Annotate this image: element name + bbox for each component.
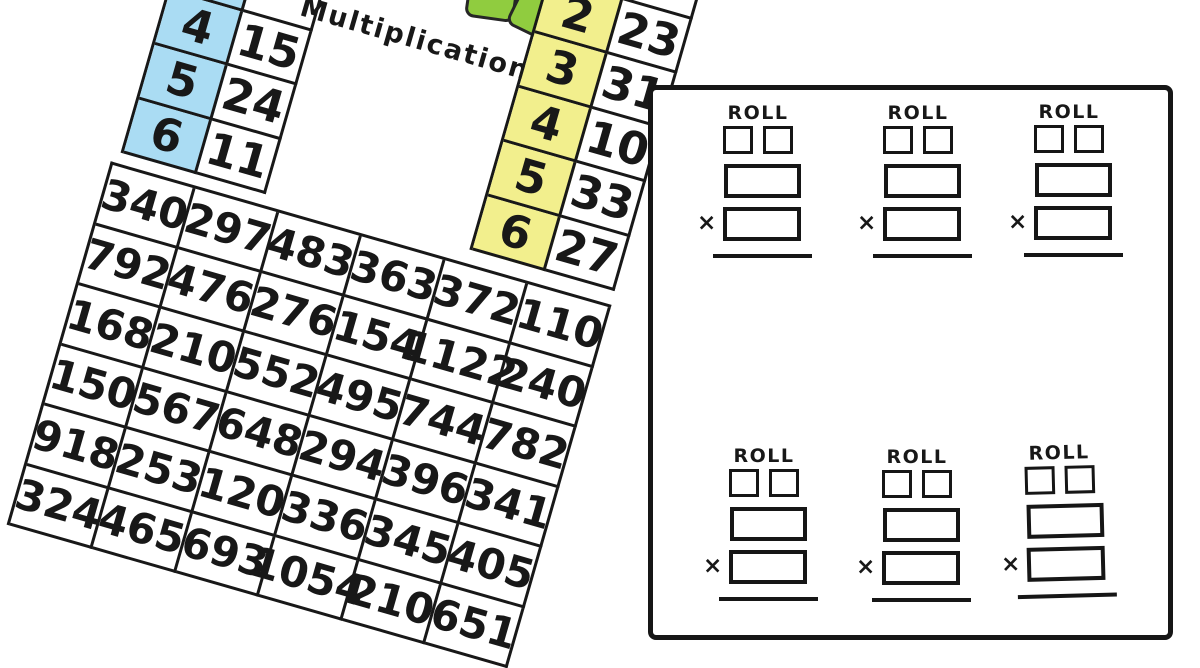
dice-result-box — [729, 469, 759, 497]
dice-result-box — [882, 470, 912, 498]
dice-result-box — [1064, 465, 1096, 494]
dice-result-box — [923, 126, 953, 154]
multiply-sign: × — [1000, 551, 1021, 578]
factor-box-bottom — [1034, 206, 1112, 240]
roll-block: ROLL × — [1008, 103, 1128, 263]
answer-line — [873, 254, 972, 258]
multiply-sign: × — [857, 210, 877, 236]
roll-label: ROLL — [727, 102, 789, 124]
factor-box-top — [724, 164, 801, 198]
factor-box-top — [1026, 502, 1105, 539]
multiply-sign: × — [697, 210, 717, 236]
factor-box-top — [1035, 163, 1112, 197]
roll-block: ROLL × — [703, 447, 823, 607]
factor-box-bottom — [1026, 545, 1106, 582]
factor-box-bottom — [883, 207, 961, 241]
dice-result-box — [763, 126, 793, 154]
roll-label: ROLL — [1028, 441, 1090, 465]
roll-block: ROLL × — [856, 448, 976, 608]
factor-box-bottom — [729, 550, 807, 584]
answer-line — [872, 598, 971, 602]
factor-box-top — [884, 164, 961, 198]
roll-block: ROLL × — [857, 104, 977, 264]
roll-worksheet-panel: ROLL × ROLL × ROLL × ROLL × ROLL × ROLL × — [648, 85, 1173, 640]
roll-label: ROLL — [886, 446, 948, 468]
dice-result-box — [723, 126, 753, 154]
multiply-sign: × — [703, 553, 723, 579]
roll-block: ROLL × — [998, 441, 1122, 605]
roll-label: ROLL — [733, 445, 795, 467]
answer-line — [719, 597, 818, 601]
factor-box-top — [730, 507, 807, 541]
roll-label: ROLL — [887, 102, 949, 124]
roll-label: ROLL — [1038, 101, 1100, 123]
factor-box-bottom — [882, 551, 960, 585]
multiply-sign: × — [856, 554, 876, 580]
dice-result-box — [922, 470, 952, 498]
dice-result-box — [883, 126, 913, 154]
factor-box-top — [883, 508, 960, 542]
answer-line — [1024, 253, 1123, 257]
dice-result-box — [1034, 125, 1064, 153]
dice-result-box — [1024, 466, 1056, 495]
blue-dice-table: 3415524611 — [120, 0, 329, 195]
answer-line — [1017, 592, 1117, 599]
factor-box-bottom — [723, 207, 801, 241]
answer-line — [713, 254, 812, 258]
dice-result-box — [769, 469, 799, 497]
roll-block: ROLL × — [697, 104, 817, 264]
multiply-sign: × — [1008, 209, 1028, 235]
rotated-worksheet-page: Multiplication 3415524611 12233314105336… — [6, 0, 709, 668]
dice-result-box — [1074, 125, 1104, 153]
